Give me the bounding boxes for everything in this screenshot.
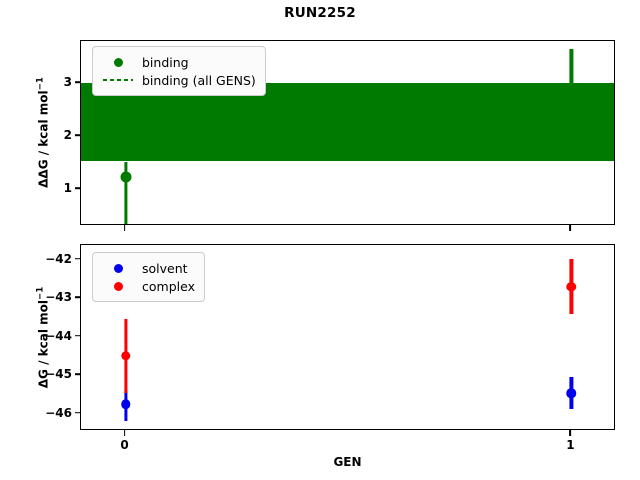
legend-marker-key	[101, 57, 135, 67]
all-gens-confidence-band	[81, 83, 614, 161]
legend-dotted-line-icon	[103, 78, 133, 82]
legend-marker-icon	[113, 57, 123, 67]
legend-label: binding	[142, 54, 189, 70]
legend-marker-key	[101, 281, 135, 291]
top-y-label-text: ΔΔG / kcal mol	[36, 90, 51, 188]
x-axis-label: GEN	[333, 455, 362, 469]
legend-marker-icon	[113, 263, 123, 273]
data-point-solvent[interactable]	[120, 399, 131, 410]
bottom-panel-legend[interactable]: solvent complex	[92, 252, 205, 302]
error-bar	[123, 161, 128, 224]
data-point-complex[interactable]	[120, 350, 131, 361]
top-panel-legend[interactable]: binding binding (all GENS)	[92, 46, 266, 96]
bottom-panel-y-axis-label: ΔG / kcal mol−1	[36, 248, 51, 428]
page-title: RUN2252	[284, 5, 356, 21]
legend-label: binding (all GENS)	[142, 72, 256, 88]
x-tick-mark	[123, 225, 126, 231]
top-panel-y-axis-label: ΔΔG / kcal mol−1	[36, 43, 51, 223]
legend-label: solvent	[142, 260, 188, 276]
legend-line-key	[101, 78, 135, 82]
legend-bottom-item-solvent[interactable]: solvent	[101, 259, 195, 277]
data-point-solvent[interactable]	[566, 388, 577, 398]
error-bar	[569, 48, 573, 109]
top-y-label-exponent: −1	[35, 77, 46, 91]
x-tick-mark	[569, 225, 572, 231]
data-point-binding[interactable]	[565, 89, 577, 101]
bottom-panel-axes	[80, 244, 615, 430]
legend-marker-key	[101, 263, 135, 273]
bottom-y-label-exponent: −1	[35, 286, 46, 301]
legend-bottom-item-complex[interactable]: complex	[101, 277, 195, 295]
legend-label: complex	[142, 278, 195, 294]
legend-marker-icon	[113, 281, 123, 291]
data-point-binding[interactable]	[120, 171, 132, 183]
legend-top-item-binding--all-gens-[interactable]: binding (all GENS)	[101, 71, 256, 89]
x-tick-label: 1	[566, 438, 575, 452]
x-tick-mark	[123, 430, 126, 436]
x-tick-label: 0	[120, 438, 129, 452]
x-tick-mark	[569, 430, 572, 436]
top-panel-axes	[80, 40, 615, 225]
legend-top-item-binding[interactable]: binding	[101, 53, 256, 71]
bottom-y-label-text: ΔG / kcal mol	[36, 300, 51, 389]
data-point-complex[interactable]	[566, 282, 577, 292]
